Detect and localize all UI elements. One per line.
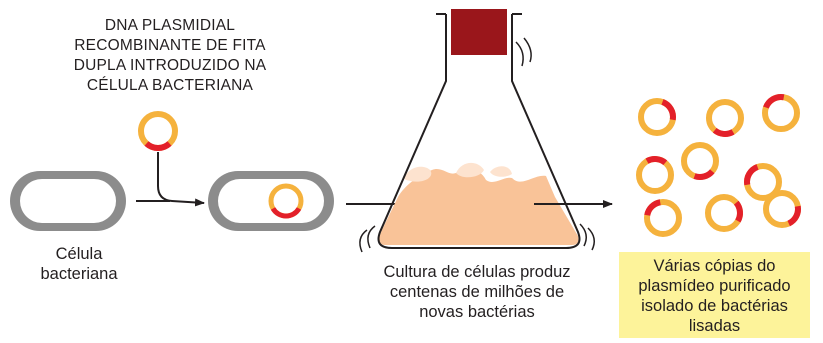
plasmid-insert-segment — [787, 205, 801, 227]
caption-line: centenas de milhões de — [389, 283, 565, 301]
caption-line: plasmídeo purificado — [638, 277, 791, 295]
plasmid-copies — [636, 94, 801, 237]
caption-line: CÉLULA BACTERIANA — [86, 77, 254, 94]
plasmid-copy-icon — [706, 99, 744, 137]
plasmid-insert-segment — [645, 156, 668, 166]
plasmid-insert-segment — [661, 99, 676, 121]
caption-line: bacteriana — [40, 265, 118, 283]
caption-line: isolado de bactérias — [641, 297, 788, 315]
plasmid-insert-segment — [693, 169, 715, 180]
cell-culture-caption: Cultura de células produz centenas de mi… — [352, 262, 602, 322]
caption-line: novas bactérias — [419, 303, 535, 321]
plasmid-insert-segment — [744, 164, 759, 186]
plasmid-insert-segment — [712, 127, 735, 137]
plasmid-copy-icon — [636, 156, 674, 194]
plasmid-insert-segment — [644, 199, 662, 217]
caption-line: DNA PLASMIDIAL — [104, 17, 236, 34]
caption-line: Várias cópias do — [653, 257, 776, 275]
caption-line: DUPLA INTRODUZIDO NA — [73, 57, 267, 74]
plasmid-copies-highlight-box — [619, 252, 810, 338]
plasmid-introduced-caption: DNA PLASMIDIAL RECOMBINANTE DE FITA DUPL… — [20, 16, 320, 96]
bacterial-cell-caption: Célula bacteriana — [14, 244, 144, 284]
caption-line: Cultura de células produz — [383, 263, 571, 281]
plasmid-copies-caption: Várias cópias do plasmídeo purificado is… — [619, 256, 810, 336]
plasmid-entry-arrow — [157, 152, 205, 207]
plasmid-copy-icon — [644, 199, 682, 237]
plasmid-icon — [138, 111, 178, 151]
caption-line: Célula — [55, 245, 103, 263]
caption-line: lisadas — [688, 317, 741, 335]
bacterial-cell-icon — [10, 171, 126, 231]
plasmid-copy-icon — [705, 194, 743, 232]
erlenmeyer-flask-icon — [359, 9, 595, 253]
plasmid-insert-segment — [733, 200, 743, 223]
caption-line: RECOMBINANTE DE FITA — [74, 37, 266, 54]
plasmid-insert-segment — [763, 94, 785, 109]
transformed-cell-icon — [208, 171, 334, 231]
